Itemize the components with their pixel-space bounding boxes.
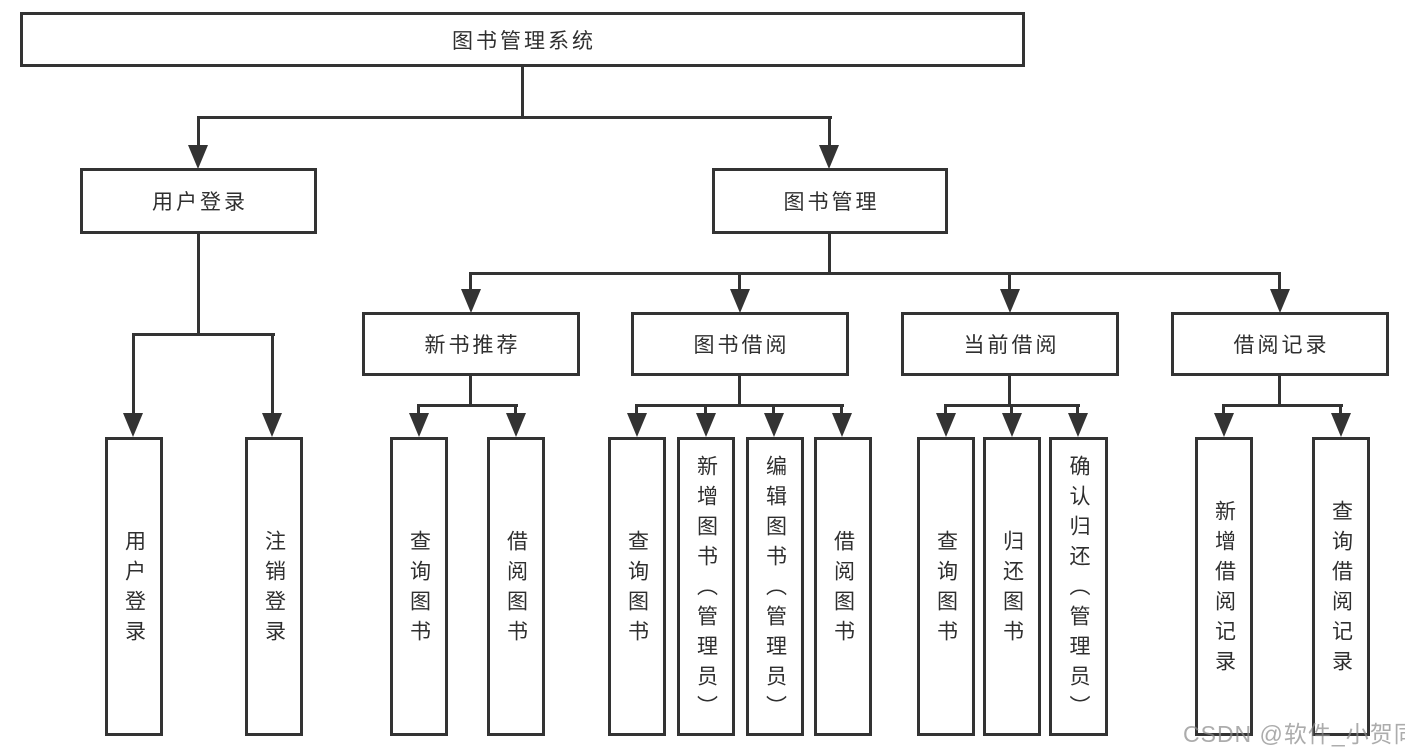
connector-hline (417, 404, 518, 407)
connector-vline (1008, 272, 1011, 292)
arrowhead-down-icon (262, 413, 282, 437)
connector-hline (1222, 404, 1343, 407)
connector-vline (132, 333, 135, 415)
watermark: CSDN @软件_小贺同学 (1183, 721, 1405, 747)
connector-vline (828, 116, 831, 149)
connector-vline (1339, 404, 1342, 415)
arrowhead-down-icon (188, 145, 208, 169)
leaf-user-login: 用户登录 (105, 437, 163, 736)
leaf-logout: 注销登录 (245, 437, 303, 736)
connector-vline (271, 333, 274, 415)
leaf-add-books-admin: 新增图书（管理员） (677, 437, 735, 736)
connector-vline (944, 404, 947, 415)
connector-vline (417, 404, 420, 415)
arrowhead-down-icon (832, 413, 852, 437)
arrowhead-down-icon (506, 413, 526, 437)
connector-vline (514, 404, 517, 415)
connector-hline (132, 333, 275, 336)
arrowhead-down-icon (819, 145, 839, 169)
arrowhead-down-icon (1214, 413, 1234, 437)
leaf-query-books-recommend: 查询图书 (390, 437, 448, 736)
arrowhead-down-icon (1068, 413, 1088, 437)
arrowhead-down-icon (1002, 413, 1022, 437)
connector-vline (704, 404, 707, 415)
connector-vline (1008, 375, 1011, 406)
node-user-login: 用户登录 (80, 168, 317, 234)
connector-vline (1278, 375, 1281, 406)
leaf-query-books-current: 查询图书 (917, 437, 975, 736)
arrowhead-down-icon (1000, 289, 1020, 313)
connector-vline (840, 404, 843, 415)
arrowhead-down-icon (409, 413, 429, 437)
connector-vline (635, 404, 638, 415)
arrowhead-down-icon (764, 413, 784, 437)
leaf-edit-books-admin: 编辑图书（管理员） (746, 437, 804, 736)
leaf-confirm-return-admin: 确认归还（管理员） (1049, 437, 1108, 736)
arrowhead-down-icon (1270, 289, 1290, 313)
node-root-library-management-system: 图书管理系统 (20, 12, 1025, 67)
connector-hline (635, 404, 844, 407)
node-current-borrowing: 当前借阅 (901, 312, 1119, 376)
connector-vline (469, 272, 472, 292)
arrowhead-down-icon (696, 413, 716, 437)
leaf-return-books: 归还图书 (983, 437, 1041, 736)
arrowhead-down-icon (123, 413, 143, 437)
arrowhead-down-icon (627, 413, 647, 437)
node-book-borrowing: 图书借阅 (631, 312, 849, 376)
leaf-borrow-books-recommend: 借阅图书 (487, 437, 545, 736)
connector-vline (197, 116, 200, 149)
connector-vline (738, 272, 741, 292)
connector-hline (197, 116, 832, 119)
leaf-query-borrow-record: 查询借阅记录 (1312, 437, 1370, 736)
arrowhead-down-icon (461, 289, 481, 313)
node-book-management: 图书管理 (712, 168, 948, 234)
leaf-query-books-borrowing: 查询图书 (608, 437, 666, 736)
arrowhead-down-icon (730, 289, 750, 313)
node-new-book-recommendation: 新书推荐 (362, 312, 580, 376)
connector-vline (469, 375, 472, 406)
connector-vline (197, 233, 200, 336)
connector-vline (1278, 272, 1281, 292)
arrowhead-down-icon (936, 413, 956, 437)
connector-vline (1076, 404, 1079, 415)
connector-vline (1010, 404, 1013, 415)
arrowhead-down-icon (1331, 413, 1351, 437)
node-borrowing-records: 借阅记录 (1171, 312, 1389, 376)
connector-vline (521, 66, 524, 118)
connector-vline (772, 404, 775, 415)
connector-vline (828, 234, 831, 275)
connector-vline (1222, 404, 1225, 415)
leaf-borrow-books-borrowing: 借阅图书 (814, 437, 872, 736)
leaf-add-borrow-record: 新增借阅记录 (1195, 437, 1253, 736)
connector-hline (469, 272, 1281, 275)
connector-vline (738, 375, 741, 406)
